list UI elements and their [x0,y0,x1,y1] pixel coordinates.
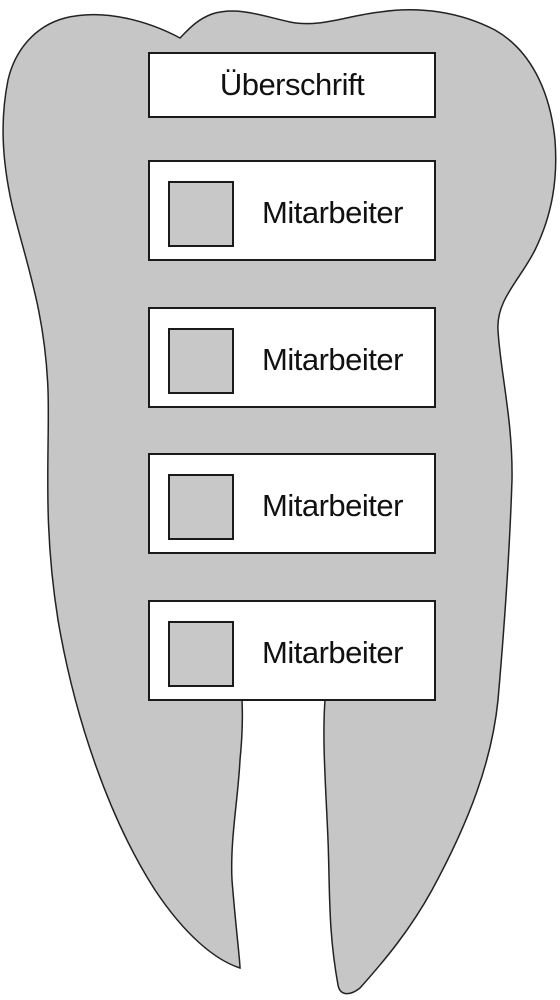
employee-label: Mitarbeiter [262,634,403,670]
employee-item-4: Mitarbeiter [148,600,436,701]
employee-label: Mitarbeiter [262,194,403,230]
employee-item-3: Mitarbeiter [148,453,436,554]
checkbox-square-icon[interactable] [168,621,234,687]
checkbox-square-icon[interactable] [168,328,234,394]
employee-item-1: Mitarbeiter [148,160,436,261]
employee-label: Mitarbeiter [262,487,403,523]
employee-item-2: Mitarbeiter [148,307,436,408]
heading-label: Überschrift [219,67,365,102]
employee-label: Mitarbeiter [262,341,403,377]
checkbox-square-icon[interactable] [168,181,234,247]
checkbox-square-icon[interactable] [168,474,234,540]
heading-box: Überschrift [148,52,436,118]
